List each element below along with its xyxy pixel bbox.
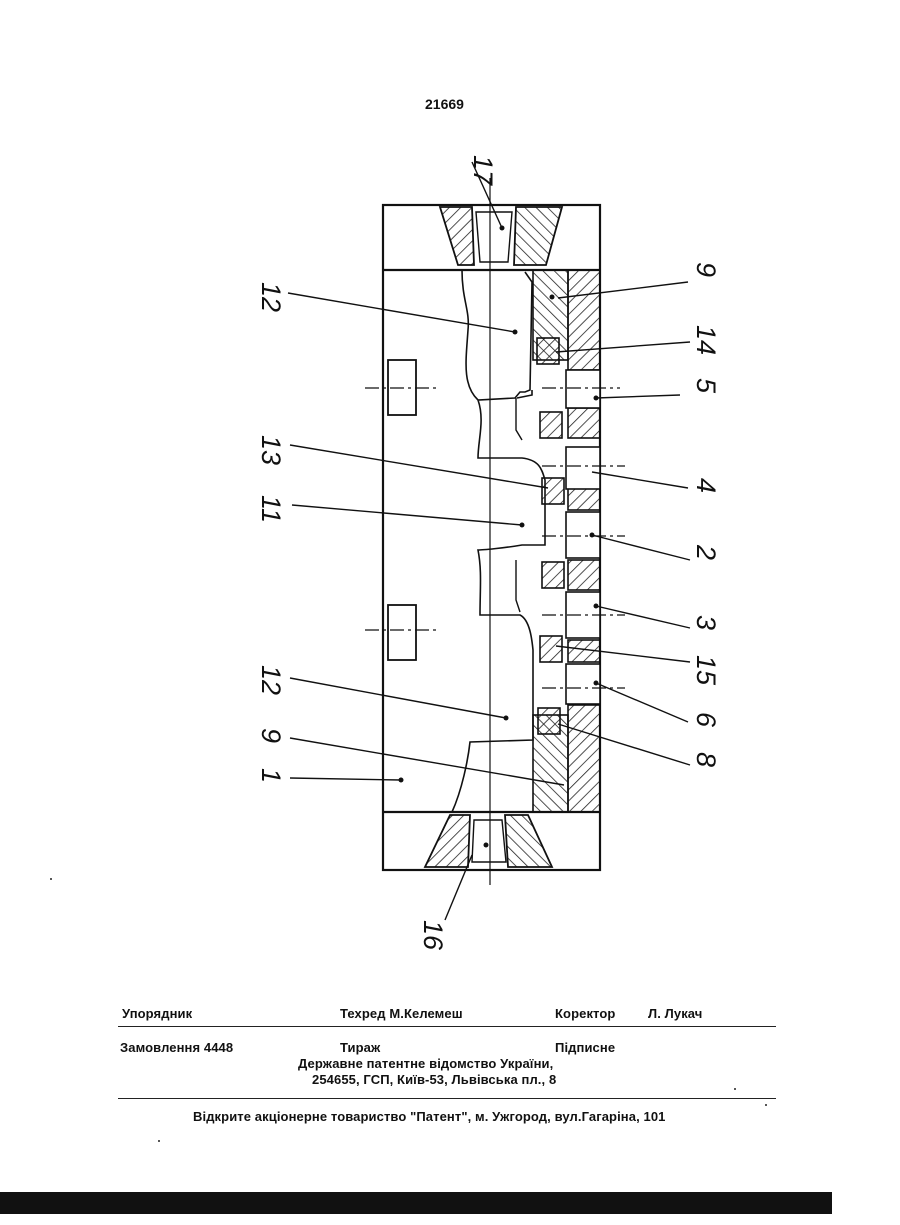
label-12-bottom: 12 xyxy=(256,665,286,695)
label-6: 6 xyxy=(691,712,721,728)
label-14: 14 xyxy=(691,325,721,355)
label-1: 1 xyxy=(256,768,286,783)
corrector-label: Коректор xyxy=(555,1006,615,1021)
label-17: 17 xyxy=(468,155,498,186)
scan-speck xyxy=(50,878,52,880)
label-15: 15 xyxy=(691,655,721,686)
bottom-nozzle xyxy=(425,815,552,867)
rule-bottom xyxy=(118,1098,776,1099)
office-line-1: Державне патентне відомство України, xyxy=(298,1056,553,1071)
scan-speck xyxy=(734,1088,736,1090)
rule-top xyxy=(118,1026,776,1027)
label-12-top: 12 xyxy=(256,282,286,312)
label-7: 9 xyxy=(256,728,286,743)
cavity-outline xyxy=(452,270,545,812)
label-9: 9 xyxy=(691,262,721,277)
order-number: Замовлення 4448 xyxy=(120,1040,233,1055)
circulation: Тираж xyxy=(340,1040,380,1055)
signed: Підписне xyxy=(555,1040,615,1055)
publisher-line: Відкрите акціонерне товариство "Патент",… xyxy=(193,1109,666,1124)
scan-speck xyxy=(765,1104,767,1106)
label-2: 2 xyxy=(691,544,721,560)
leader-lines xyxy=(288,162,690,920)
compiler-label: Упорядник xyxy=(122,1006,192,1021)
label-3: 3 xyxy=(691,615,721,630)
office-line-2: 254655, ГСП, Київ-53, Львівська пл., 8 xyxy=(312,1072,556,1087)
scan-border-bar xyxy=(0,1192,832,1214)
label-5: 5 xyxy=(691,378,721,394)
label-8: 8 xyxy=(691,752,721,767)
scan-speck xyxy=(158,1140,160,1142)
label-4: 4 xyxy=(691,478,721,493)
techred: Техред М.Келемеш xyxy=(340,1006,463,1021)
label-16: 16 xyxy=(418,920,448,951)
corrector-name: Л. Лукач xyxy=(648,1006,702,1021)
top-nozzle xyxy=(440,207,562,265)
label-13: 13 xyxy=(256,435,286,465)
side-bosses xyxy=(388,360,416,660)
label-11: 11 xyxy=(256,495,286,523)
